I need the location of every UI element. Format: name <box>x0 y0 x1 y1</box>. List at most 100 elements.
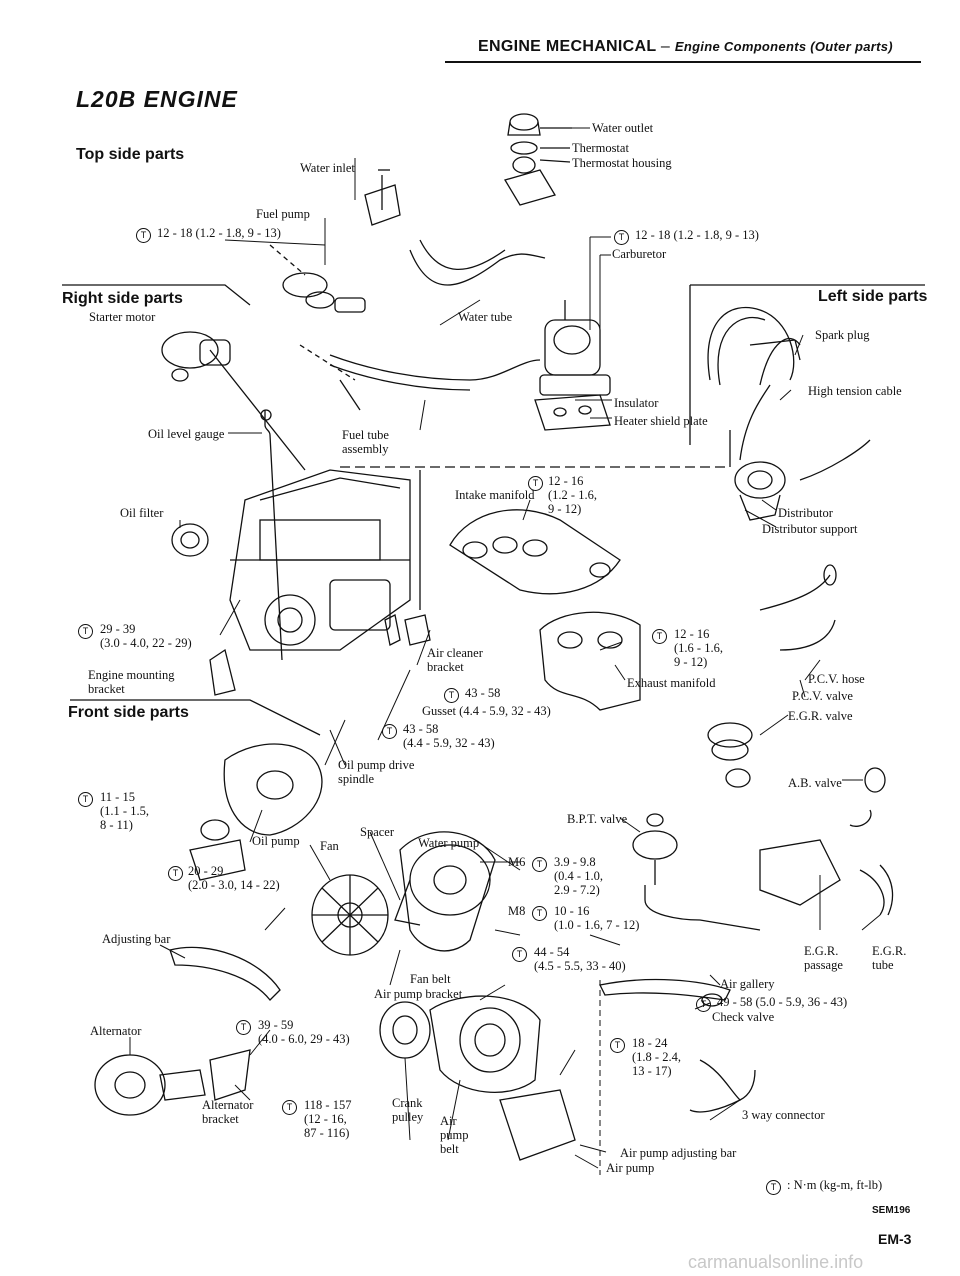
oil-level-gauge-art <box>264 410 283 661</box>
torque-icon: T <box>614 230 629 245</box>
torque-icon: T <box>766 1180 781 1195</box>
label-engine-mounting-bracket: Engine mounting bracket <box>88 668 175 696</box>
distributor-art <box>734 461 786 521</box>
torque-icon: T <box>136 228 151 243</box>
label-alternator-bracket: Alternator bracket <box>202 1098 254 1126</box>
label-pcv-valve: P.C.V. valve <box>792 689 853 703</box>
torque-icon: T <box>78 792 93 807</box>
figure-code: SEM196 <box>872 1205 911 1216</box>
torque-air-pump-bracket-icon: T <box>512 945 533 962</box>
water-pump-art <box>394 844 491 926</box>
torque-icon: T <box>528 476 543 491</box>
water-inlet-art <box>364 169 401 226</box>
fan-belt-art <box>399 831 496 952</box>
header-subsection: Engine Components (Outer parts) <box>674 39 893 54</box>
torque-value: 43 - 58 <box>465 686 501 700</box>
label-check-valve: Check valve <box>712 1010 775 1024</box>
label-m6: M6 <box>508 855 526 869</box>
label-oil-pump: Oil pump <box>252 834 300 848</box>
oil-pump-art <box>189 743 323 881</box>
legend-text: : N·m (kg-m, ft-lb) <box>787 1178 883 1192</box>
label-oil-pump-drive-spindle: Oil pump drive spindle <box>338 758 415 786</box>
alternator-bracket-art <box>209 1049 251 1101</box>
label-oil-level-gauge: Oil level gauge <box>148 427 225 441</box>
torque-exhaust-manifold: 12 - 16 (1.6 - 1.6, 9 - 12) <box>674 627 723 669</box>
torque-icon: T <box>610 1038 625 1053</box>
torque-icon: T <box>532 906 547 921</box>
label-water-pump: Water pump <box>418 836 480 850</box>
label-exhaust-manifold: Exhaust manifold <box>627 676 716 690</box>
torque-icon: T <box>652 629 667 644</box>
torque-gusset-b-icon: T <box>382 722 403 739</box>
pcv-hose-art <box>759 574 831 611</box>
label-pcv-hose: P.C.V. hose <box>808 672 865 686</box>
header-dash: – <box>660 38 671 55</box>
torque-crank-icon: T <box>282 1098 303 1115</box>
torque-air-pump-adj-icon: T <box>610 1036 631 1053</box>
carburetor-art <box>534 300 611 431</box>
torque-fuel-pump: T 12 - 18 (1.2 - 1.8, 9 - 13) <box>136 226 281 243</box>
crank-pulley-art <box>379 1001 431 1059</box>
torque-icon: T <box>282 1100 297 1115</box>
torque-value: 12 - 18 (1.2 - 1.8, 9 - 13) <box>157 226 281 240</box>
water-tube-art <box>409 249 546 286</box>
torque-engine-mount: 29 - 39 (3.0 - 4.0, 22 - 29) <box>100 622 192 650</box>
label-insulator: Insulator <box>614 396 659 410</box>
torque-air-pump-bracket: 44 - 54 (4.5 - 5.5, 33 - 40) <box>534 945 626 973</box>
label-high-tension-cable: High tension cable <box>808 384 902 398</box>
label-water-outlet: Water outlet <box>592 121 654 135</box>
section-front-side: Front side parts <box>68 704 189 721</box>
label-water-tube: Water tube <box>458 310 513 324</box>
label-gusset: Gusset (4.4 - 5.9, 32 - 43) <box>422 704 551 718</box>
label-water-inlet: Water inlet <box>300 161 355 175</box>
torque-icon: T <box>382 724 397 739</box>
torque-mount-icon: T <box>78 622 99 639</box>
torque-icon: T <box>168 866 183 881</box>
label-fan-belt: Fan belt <box>410 972 451 986</box>
label-three-way-connector: 3 way connector <box>742 1108 825 1122</box>
label-air-gallery: Air gallery <box>720 977 775 991</box>
torque-icon: T <box>512 947 527 962</box>
label-thermostat-housing: Thermostat housing <box>572 156 672 170</box>
label-air-pump: Air pump <box>606 1161 655 1175</box>
label-egr-tube: E.G.R. tube <box>872 944 907 972</box>
label-spark-plug: Spark plug <box>815 328 870 342</box>
intake-manifold-art <box>449 509 621 595</box>
page-number: EM-3 <box>878 1231 912 1247</box>
label-m8: M8 <box>508 904 526 918</box>
label-fan: Fan <box>320 839 339 853</box>
fuel-pump-art <box>282 272 366 313</box>
air-pump-art <box>499 1089 576 1161</box>
torque-icon: T <box>236 1020 251 1035</box>
torque-oil-pump-b-icon: T <box>168 864 189 881</box>
torque-oil-pump-b: 20 - 29 (2.0 - 3.0, 14 - 22) <box>188 864 280 892</box>
watermark: carmanualsonline.info <box>688 1252 864 1272</box>
air-pump-belt-art <box>429 995 541 1093</box>
section-left-side: Left side parts <box>818 288 928 305</box>
torque-legend: T : N·m (kg-m, ft-lb) <box>766 1178 882 1195</box>
high-tension-cable-art <box>707 306 871 481</box>
egr-tube-art <box>859 869 885 916</box>
torque-m8: 10 - 16 (1.0 - 1.6, 7 - 12) <box>554 904 640 932</box>
label-heater-shield-plate: Heater shield plate <box>614 414 708 428</box>
torque-icon: T <box>696 997 711 1012</box>
alternator-art <box>94 1054 206 1116</box>
fuel-tube-art <box>329 354 541 381</box>
torque-oil-pump-icon: T <box>78 790 99 807</box>
ab-valve-art <box>849 767 886 827</box>
label-spacer: Spacer <box>360 825 395 839</box>
torque-m6-icon: T <box>532 855 553 872</box>
air-gallery-art <box>599 978 731 1001</box>
bpt-valve-art <box>632 813 678 885</box>
section-right-side: Right side parts <box>62 290 183 307</box>
torque-oil-pump: 11 - 15 (1.1 - 1.5, 8 - 11) <box>100 790 149 832</box>
three-way-connector-art <box>689 1059 742 1113</box>
label-carburetor: Carburetor <box>612 247 667 261</box>
egr-passage-art <box>759 839 841 906</box>
header-section: ENGINE MECHANICAL <box>478 38 657 55</box>
torque-crank: 118 - 157 (12 - 16, 87 - 116) <box>304 1098 352 1140</box>
